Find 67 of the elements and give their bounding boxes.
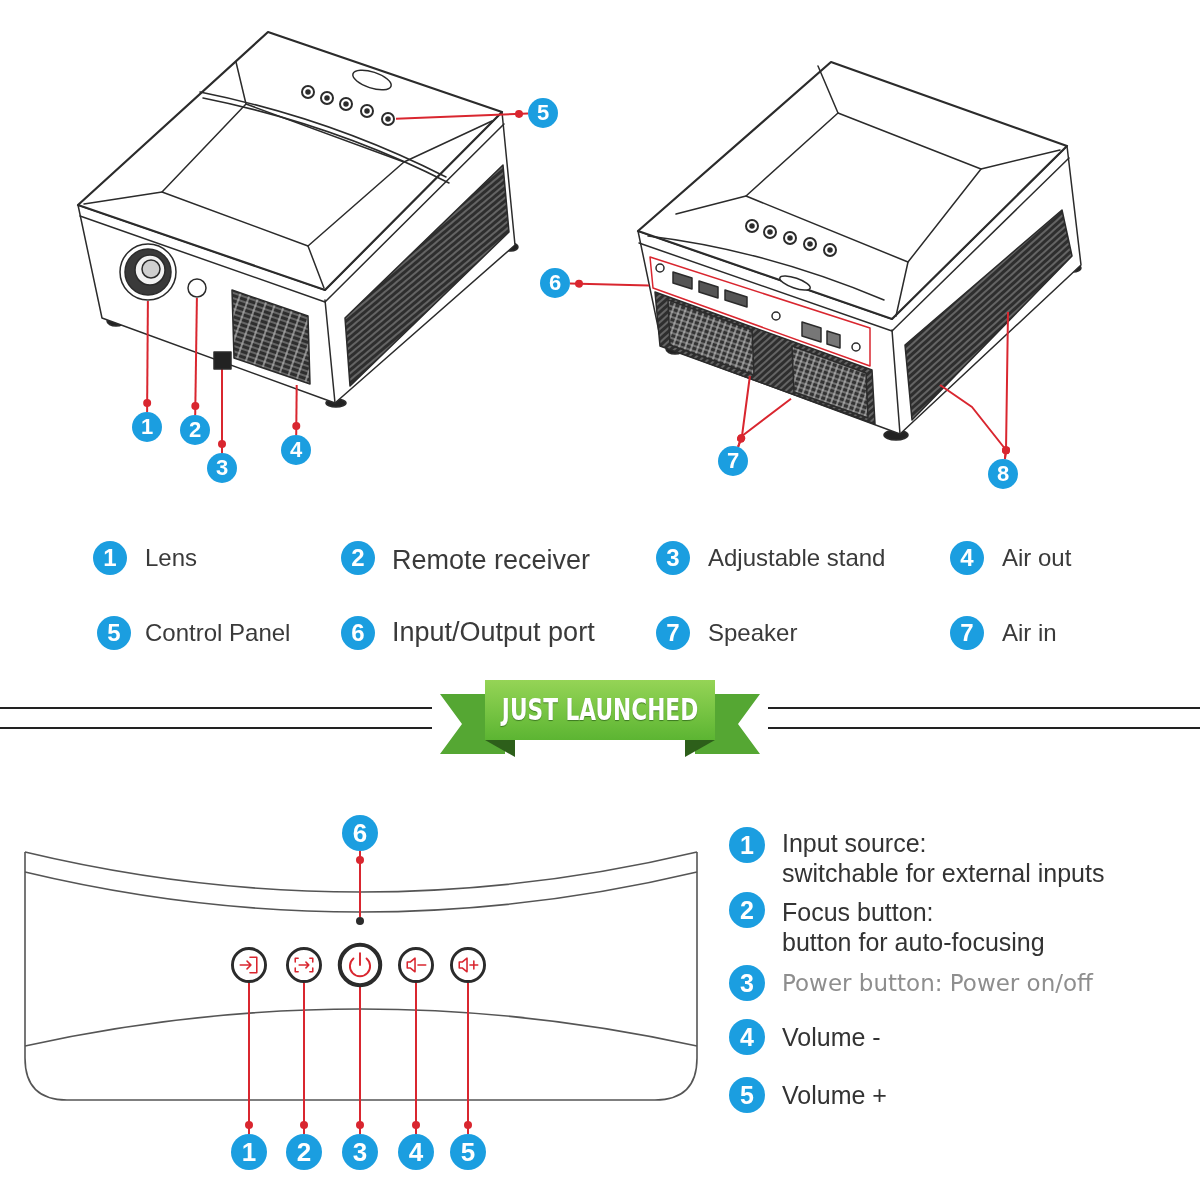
callout-number: 6	[540, 268, 570, 298]
callout-number: 7	[718, 446, 748, 476]
description-text: Volume +	[782, 1080, 887, 1110]
volume-down-icon	[398, 947, 434, 983]
callout-number: 2	[286, 1134, 322, 1170]
part-label: Speaker	[708, 618, 798, 648]
input-icon	[231, 947, 267, 983]
callout-number: 4	[950, 541, 984, 575]
leader-line	[300, 982, 308, 1135]
callout-number: 5	[528, 98, 558, 128]
callout-number: 3	[729, 965, 765, 1001]
callout-number: 8	[988, 459, 1018, 489]
callout-number: 3	[656, 541, 690, 575]
lens	[119, 243, 177, 301]
callout-number: 1	[729, 827, 765, 863]
callout-number: 7	[950, 616, 984, 650]
volume-up-icon	[450, 947, 486, 983]
callout-number: 4	[281, 435, 311, 465]
callout-number: 5	[97, 616, 131, 650]
leader-line	[245, 982, 253, 1135]
leader-line	[569, 279, 650, 288]
part-label: Adjustable stand	[708, 543, 886, 573]
callout-number: 4	[398, 1134, 434, 1170]
banner-text: JUST LAUNCHED	[501, 691, 699, 729]
callout-number: 1	[231, 1134, 267, 1170]
description-text: Volume -	[782, 1022, 881, 1052]
callout-number: 5	[729, 1077, 765, 1113]
part-label: Air out	[1002, 543, 1072, 573]
part-label: Input/Output port	[392, 615, 595, 649]
callout-number: 5	[450, 1134, 486, 1170]
description-text: Input source: switchable for external inputs	[782, 828, 1105, 888]
leader-line	[356, 986, 364, 1135]
leader-line	[737, 397, 792, 448]
sensor-window	[187, 278, 207, 298]
callout-number: 2	[180, 415, 210, 445]
description-text: Power button: Power on/off	[782, 969, 1093, 998]
callout-number: 2	[341, 541, 375, 575]
description-text: Focus button: button for auto-focusing	[782, 897, 1045, 957]
callout-number: 6	[341, 616, 375, 650]
callout-number: 3	[207, 453, 237, 483]
dot-icon	[356, 917, 364, 925]
callout-number: 2	[729, 892, 765, 928]
callout-number: 1	[132, 412, 162, 442]
callout-number: 7	[656, 616, 690, 650]
callout-number: 3	[342, 1134, 378, 1170]
part-label: Remote receiver	[392, 543, 591, 577]
part-label: Air in	[1002, 618, 1057, 648]
speaker-grille	[791, 345, 869, 419]
leader-line	[464, 982, 472, 1135]
leader-line	[218, 368, 226, 454]
leader-line	[412, 982, 420, 1135]
leader-line	[143, 300, 152, 413]
callout-number: 6	[342, 815, 378, 851]
leader-line	[292, 384, 301, 436]
stand-foot	[214, 352, 231, 369]
leader-line	[191, 297, 200, 416]
leader-line	[395, 109, 529, 120]
vent-grille	[231, 289, 311, 385]
leader-line	[939, 384, 1010, 461]
callout-number: 4	[729, 1019, 765, 1055]
leader-line	[356, 850, 364, 918]
part-label: Control Panel	[145, 618, 291, 648]
power-icon	[338, 943, 382, 987]
part-label: Lens	[145, 543, 198, 573]
button-row	[301, 85, 396, 127]
callout-number: 1	[93, 541, 127, 575]
focus-icon	[286, 947, 322, 983]
